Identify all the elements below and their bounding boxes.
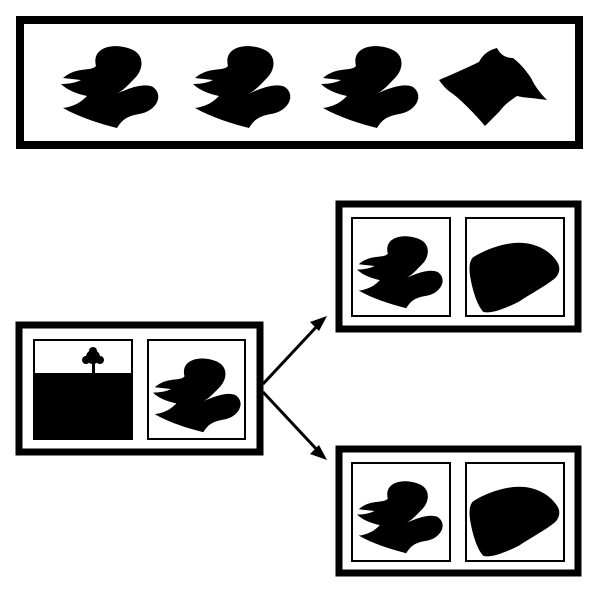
tree-icon [82, 347, 104, 373]
ground-fill [35, 373, 131, 438]
arrow-to-option-2 [261, 390, 327, 460]
arrow-to-option-1 [261, 316, 327, 386]
